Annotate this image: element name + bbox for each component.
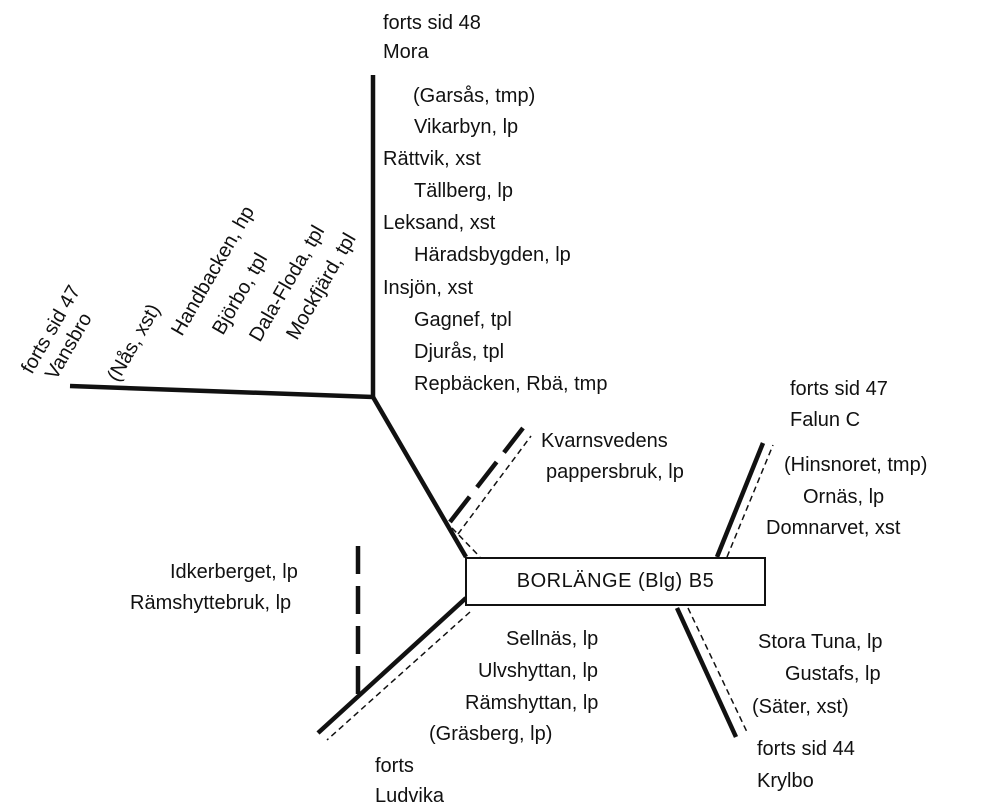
station-label: Gagnef, tpl — [414, 309, 512, 331]
station-label: Sellnäs, lp — [506, 628, 599, 650]
station-label: Häradsbygden, lp — [414, 244, 571, 266]
track-kvarnsveden-dashed — [457, 435, 532, 535]
track-to-borlange-dashed — [451, 527, 481, 558]
station-label: (Garsås, tmp) — [413, 85, 536, 107]
ludvika-footer-dest: Ludvika — [375, 785, 444, 807]
north-header-ref: forts sid 48 — [383, 12, 481, 34]
station-label: Tällberg, lp — [414, 180, 513, 202]
track-to-borlange — [371, 395, 468, 559]
track-krylbo-dashed — [687, 607, 748, 733]
station-label: Rättvik, xst — [383, 148, 481, 170]
track-kvarnsveden — [448, 426, 525, 524]
station-label: Vikarbyn, lp — [414, 116, 519, 138]
track-ludvika — [316, 596, 468, 735]
station-borlange-label: BORLÄNGE (Blg) B5 — [516, 570, 715, 592]
track-krylbo — [674, 607, 739, 738]
krylbo-footer-ref: forts sid 44 — [757, 738, 855, 760]
station-label: (Gräsberg, lp) — [429, 723, 553, 745]
krylbo-footer-dest: Krylbo — [757, 770, 814, 792]
idkerberget-label: Idkerberget, lp — [170, 561, 298, 583]
station-label: Repbäcken, Rbä, tmp — [414, 373, 608, 395]
station-label: Gustafs, lp — [785, 663, 881, 685]
track-ludvika-dashed — [326, 611, 471, 741]
track-west — [69, 383, 374, 400]
ludvika-footer-ref: forts — [375, 755, 414, 777]
station-label: Insjön, xst — [383, 277, 474, 299]
ramshyttebruk-label: Rämshyttebruk, lp — [130, 592, 292, 614]
station-label: Ulvshyttan, lp — [478, 660, 599, 682]
kvarnsveden-label-2: pappersbruk, lp — [546, 461, 684, 483]
station-label: Domnarvet, xst — [766, 517, 901, 539]
track-falun — [714, 442, 766, 558]
kvarnsveden-label-1: Kvarnsvedens — [541, 430, 668, 452]
station-label: Rämshyttan, lp — [465, 692, 599, 714]
station-borlange-box: BORLÄNGE (Blg) B5 — [465, 557, 766, 606]
station-label: Leksand, xst — [383, 212, 496, 234]
station-label: (Säter, xst) — [752, 696, 849, 718]
station-label: (Hinsnoret, tmp) — [784, 454, 928, 476]
station-label: Stora Tuna, lp — [758, 631, 883, 653]
falun-header-dest: Falun C — [790, 409, 861, 431]
station-label: Djurås, tpl — [414, 341, 505, 363]
station-label: Ornäs, lp — [803, 486, 885, 508]
north-header-dest: Mora — [383, 41, 429, 63]
track-falun-dashed — [726, 444, 774, 558]
falun-header-ref: forts sid 47 — [790, 378, 888, 400]
